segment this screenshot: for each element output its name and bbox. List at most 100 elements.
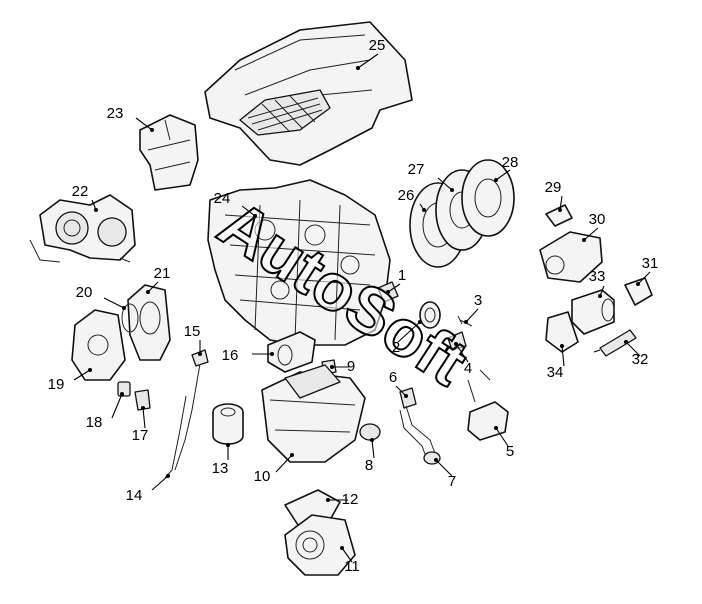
leader-dot-17: [141, 406, 145, 410]
leader-dot-21: [146, 290, 150, 294]
leader-dot-13: [226, 443, 230, 447]
leader-dot-8: [370, 438, 374, 442]
oil-cooler-part: [267, 331, 316, 373]
callout-label-34: 34: [547, 364, 564, 381]
callout-label-10: 10: [254, 468, 271, 485]
callout-label-26: 26: [398, 187, 415, 204]
callout-label-14: 14: [126, 487, 143, 504]
water-pump-part: [284, 514, 356, 576]
leader-line-31: [637, 271, 651, 285]
leader-dot-22: [94, 208, 98, 212]
leader-dot-24: [253, 214, 257, 218]
leader-line-23: [135, 117, 153, 131]
callout-label-20: 20: [76, 284, 93, 301]
callout-label-28: 28: [502, 154, 519, 171]
callout-label-18: 18: [86, 414, 103, 431]
leader-dot-19: [88, 368, 92, 372]
callout-label-15: 15: [184, 323, 201, 340]
leader-line-4: [455, 343, 469, 363]
callout-label-19: 19: [48, 376, 65, 393]
drain-plug-8-part: [359, 423, 381, 441]
turbocharger-part: [29, 194, 136, 263]
sensor-29-part: [545, 204, 573, 227]
egr-valve-part: [467, 369, 509, 441]
callout-label-8: 8: [365, 457, 373, 474]
leader-dot-1: [386, 290, 390, 294]
callout-label-3: 3: [474, 292, 482, 309]
callout-label-7: 7: [448, 473, 456, 490]
leader-line-17: [142, 407, 146, 429]
callout-label-16: 16: [222, 347, 239, 364]
callout-label-5: 5: [506, 443, 514, 460]
callout-label-17: 17: [132, 427, 149, 444]
leader-dot-29: [558, 208, 562, 212]
leader-dot-33: [598, 294, 602, 298]
leader-line-30: [583, 227, 599, 241]
leader-line-21: [147, 281, 159, 293]
leader-line-5: [495, 427, 509, 447]
callout-labels: 1234567891011121314151617181920212223242…: [48, 37, 659, 575]
leader-dot-32: [624, 340, 628, 344]
pressure-plate-part: [461, 159, 515, 237]
timing-cover-part: [127, 284, 171, 361]
leader-line-11: [341, 547, 353, 563]
leader-dot-11: [340, 546, 344, 550]
callout-label-23: 23: [107, 105, 124, 122]
oil-pump-part: [71, 309, 126, 381]
starter-motor-part: [539, 231, 603, 283]
callout-label-12: 12: [342, 491, 359, 508]
callout-label-1: 1: [398, 267, 406, 284]
glow-plug-part: [593, 329, 637, 357]
oil-pan-part: [261, 364, 366, 463]
leader-dot-3: [464, 320, 468, 324]
callout-label-9: 9: [347, 358, 355, 375]
engine-block-part: [207, 179, 391, 346]
callout-label-22: 22: [72, 183, 89, 200]
leader-dot-14: [166, 474, 170, 478]
leader-dot-18: [120, 392, 124, 396]
leader-line-25: [357, 53, 379, 69]
callout-label-27: 27: [408, 161, 425, 178]
leader-line-28: [495, 169, 511, 181]
hose-part: [399, 387, 441, 465]
callout-label-32: 32: [632, 351, 649, 368]
leader-line-24: [241, 205, 256, 217]
leader-line-18: [111, 393, 123, 419]
leader-line-7: [435, 459, 453, 477]
gasket-20-part: [121, 303, 139, 333]
dipstick-part: [164, 349, 209, 479]
leader-dot-2: [418, 320, 422, 324]
leader-lines: [73, 53, 651, 563]
leader-dot-7: [434, 458, 438, 462]
leader-dot-10: [290, 453, 294, 457]
leader-line-14: [151, 475, 169, 491]
coolant-reservoir-part: [139, 114, 199, 191]
leader-line-10: [275, 454, 293, 473]
callout-label-29: 29: [545, 179, 562, 196]
leader-line-6: [395, 385, 407, 397]
callout-label-13: 13: [212, 460, 229, 477]
leader-dot-9: [330, 365, 334, 369]
callout-label-4: 4: [464, 360, 472, 377]
leader-line-29: [559, 195, 563, 211]
oil-filter-part: [212, 403, 244, 445]
leader-dot-34: [560, 344, 564, 348]
leader-dot-31: [636, 282, 640, 286]
callout-label-24: 24: [214, 190, 231, 207]
leader-line-27: [437, 177, 453, 191]
leader-dot-25: [356, 66, 360, 70]
leader-dot-5: [494, 426, 498, 430]
callout-label-11: 11: [344, 558, 360, 575]
leader-dot-23: [150, 128, 154, 132]
leader-dot-15: [198, 352, 202, 356]
leader-dot-20: [122, 306, 126, 310]
bracket-12-part: [284, 489, 341, 526]
leader-dot-6: [404, 394, 408, 398]
cap-2-part: [419, 301, 441, 329]
mount-plate-part: [545, 311, 579, 353]
callout-label-31: 31: [642, 255, 659, 272]
leader-dot-12: [326, 498, 330, 502]
leader-line-34: [561, 345, 565, 367]
filter-housing-33-part: [571, 289, 615, 335]
